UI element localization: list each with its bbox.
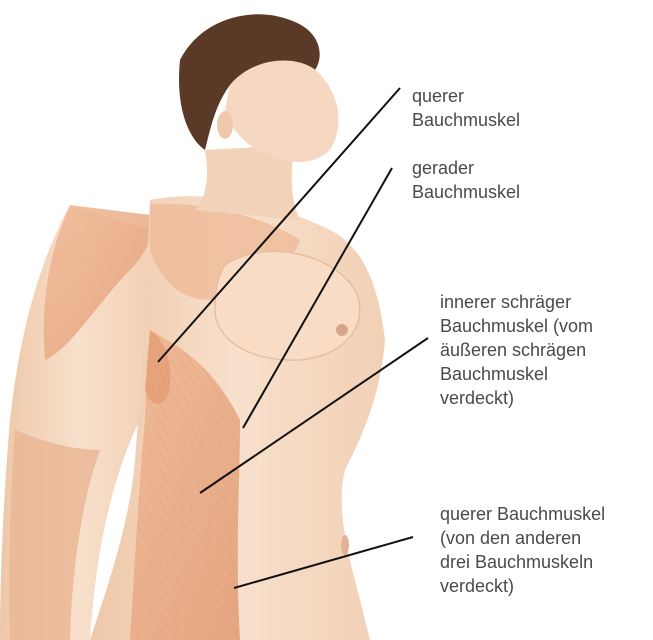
label-line: gerader xyxy=(412,156,520,180)
label-transverse-abdominis-bottom: querer Bauchmuskel (von den anderen drei… xyxy=(440,502,605,598)
label-rectus-abdominis: gerader Bauchmuskel xyxy=(412,156,520,204)
label-transverse-abdominis-top: querer Bauchmuskel xyxy=(412,84,520,132)
face xyxy=(225,61,339,162)
label-line: verdeckt) xyxy=(440,386,593,410)
label-internal-oblique: innerer schräger Bauchmuskel (vom äußere… xyxy=(440,290,593,410)
nipple xyxy=(336,324,348,336)
label-line: querer xyxy=(412,84,520,108)
label-line: innerer schräger xyxy=(440,290,593,314)
ear xyxy=(217,111,233,139)
label-line: verdeckt) xyxy=(440,574,605,598)
label-line: querer Bauchmuskel xyxy=(440,502,605,526)
label-line: (von den anderen xyxy=(440,526,605,550)
label-line: Bauchmuskel xyxy=(440,362,593,386)
label-line: drei Bauchmuskeln xyxy=(440,550,605,574)
navel xyxy=(341,535,349,555)
label-line: Bauchmuskel xyxy=(412,108,520,132)
label-line: Bauchmuskel (vom xyxy=(440,314,593,338)
label-line: Bauchmuskel xyxy=(412,180,520,204)
label-line: äußeren schrägen xyxy=(440,338,593,362)
